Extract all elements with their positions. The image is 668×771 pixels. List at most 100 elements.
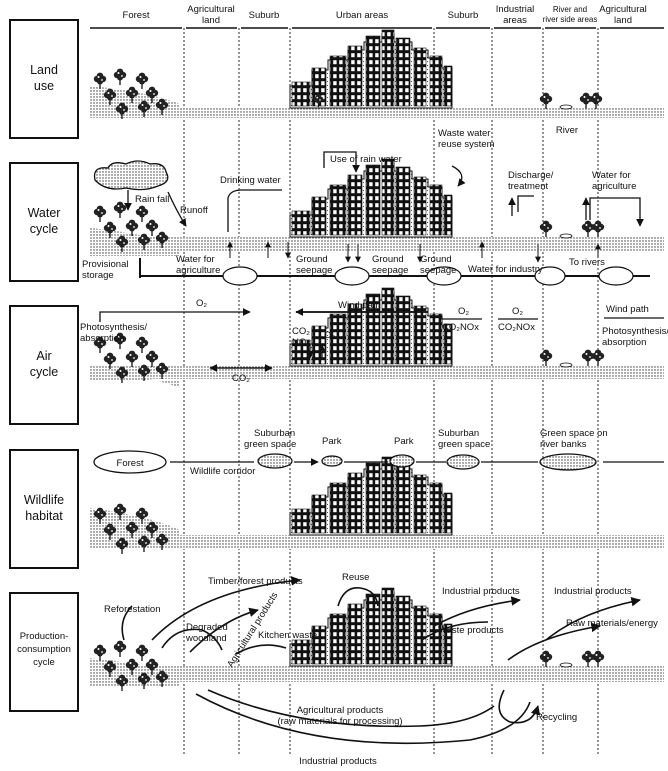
recycling-label: Recycling	[536, 712, 577, 723]
suburban-green-label: green space	[438, 439, 490, 450]
wildlife-corridor-label: Wildlife corridor	[190, 466, 255, 477]
kitchen-waste-label: Kitchen waste	[258, 630, 317, 641]
wind-path-label: Wind path	[338, 300, 381, 311]
ground-seepage-label: Ground	[372, 254, 404, 265]
photosynthesis-label: absorption	[80, 333, 124, 344]
rain-fall-label: Rain fall	[135, 194, 169, 205]
waste-water-reuse-label: Waste water	[438, 128, 490, 139]
column-header: River and	[553, 5, 587, 14]
industrial-products-label: Industrial products	[442, 586, 520, 597]
green-space	[257, 453, 293, 469]
agricultural-products-bottom-label: Agricultural products	[297, 705, 384, 716]
column-header: river side areas	[543, 15, 598, 24]
row-label-box	[9, 592, 79, 712]
air-cycle-annotations	[99, 308, 664, 372]
degraded-woodland-label: woodland	[185, 633, 227, 644]
storage-pond	[426, 266, 462, 286]
discharge-label: treatment	[508, 181, 548, 192]
water-for-agriculture-left-label: agriculture	[176, 265, 220, 276]
discharge-label: Discharge/	[508, 170, 554, 181]
provisional-storage-label: Provisional	[82, 259, 128, 270]
river-banks-label: Green space on	[540, 428, 608, 439]
agricultural-products-bottom-label: (raw materials for processing)	[277, 716, 402, 727]
column-header: Industrial	[496, 4, 535, 15]
river-pond	[559, 104, 573, 110]
forest-patch	[93, 450, 167, 474]
landscape-wildlife	[90, 456, 664, 554]
storage-pond	[334, 266, 370, 286]
column-header: Agricultural	[187, 4, 235, 15]
degraded-woodland-label: Degraded	[186, 622, 228, 633]
river-pond	[559, 362, 573, 368]
column-headers: Forest Agricultural land Suburb Urban ar…	[90, 4, 664, 29]
storage-pond	[222, 266, 258, 286]
park-patch	[389, 454, 415, 468]
landscape-land-use	[90, 29, 664, 119]
row-labels: Land use Water cycle Air cycle Wildlife …	[9, 19, 79, 712]
co2-nox-label: NOx	[292, 337, 311, 348]
suburban-green-label: green space	[244, 439, 296, 450]
row-label: use	[34, 79, 54, 93]
river-banks-label: river banks	[540, 439, 587, 450]
reforestation-label: Reforestation	[104, 604, 161, 615]
row-label: Air	[36, 349, 51, 363]
timber-label: Timber/forest products	[208, 576, 303, 587]
reuse-label: Reuse	[342, 572, 369, 583]
ground-seepage-label: seepage	[420, 265, 456, 276]
row-label: habitat	[25, 509, 63, 523]
green-space	[446, 454, 480, 470]
column-header: Suburb	[448, 10, 479, 21]
park-label: Park	[394, 436, 414, 447]
row-label: Production-	[20, 631, 69, 642]
co2-label: CO₂	[232, 373, 250, 384]
column-header: areas	[503, 15, 527, 26]
landscape-strips	[90, 29, 664, 691]
column-header: Agricultural	[599, 4, 647, 15]
column-header: land	[202, 15, 220, 26]
park-label: Park	[322, 436, 342, 447]
row-label: consumption	[17, 644, 71, 655]
landscape-water-cycle	[90, 158, 664, 256]
ground-seepage-label: Ground	[420, 254, 452, 265]
water-for-agriculture-right-label: Water for	[592, 170, 631, 181]
rain-cloud	[93, 160, 169, 191]
drinking-water-label: Drinking water	[220, 175, 281, 186]
row-label: cycle	[33, 657, 55, 668]
water-for-industry-label: Water for industry	[468, 264, 543, 275]
river-pond	[559, 233, 573, 239]
co2-nox-label: CO₂	[292, 326, 310, 337]
river-label: River	[556, 125, 578, 136]
storage-pond	[534, 266, 566, 286]
o2-label: O₂	[324, 330, 335, 341]
co2nox-label: CO₂NOx	[442, 322, 479, 333]
wildlife-annotations	[93, 450, 664, 474]
ground-seepage-label: seepage	[296, 265, 332, 276]
row-label: cycle	[30, 222, 59, 236]
column-header: land	[614, 15, 632, 26]
landscape-air-cycle	[90, 287, 664, 388]
storage-pond	[598, 266, 634, 286]
row-label: Wildlife	[24, 493, 64, 507]
water-for-agriculture-right-label: agriculture	[592, 181, 636, 192]
photosynthesis-label: Photosynthesis/	[602, 326, 668, 337]
column-header: Urban areas	[336, 10, 389, 21]
suburban-green-label: Suburban	[254, 428, 295, 439]
ground-seepage-label: seepage	[372, 265, 408, 276]
raw-materials-label: Raw materials/energy	[566, 618, 658, 629]
o2-label: O₂	[512, 306, 523, 317]
row-label: Land	[30, 63, 58, 77]
column-separators	[183, 28, 599, 755]
row-label-box	[9, 449, 79, 569]
row-label-box	[9, 19, 79, 139]
photosynthesis-label: Photosynthesis/	[80, 322, 147, 333]
forest-label: Forest	[117, 458, 144, 469]
to-rivers-label: To rivers	[569, 257, 605, 268]
runoff-label: Runoff	[180, 205, 208, 216]
waste-water-reuse-label: reuse system	[438, 139, 495, 150]
column-header: Forest	[123, 10, 150, 21]
park-patch	[321, 455, 343, 467]
industrial-products-bottom-label: Industrial products	[299, 756, 377, 767]
water-for-agriculture-left-label: Water for	[176, 254, 215, 265]
provisional-storage-label: storage	[82, 270, 114, 281]
